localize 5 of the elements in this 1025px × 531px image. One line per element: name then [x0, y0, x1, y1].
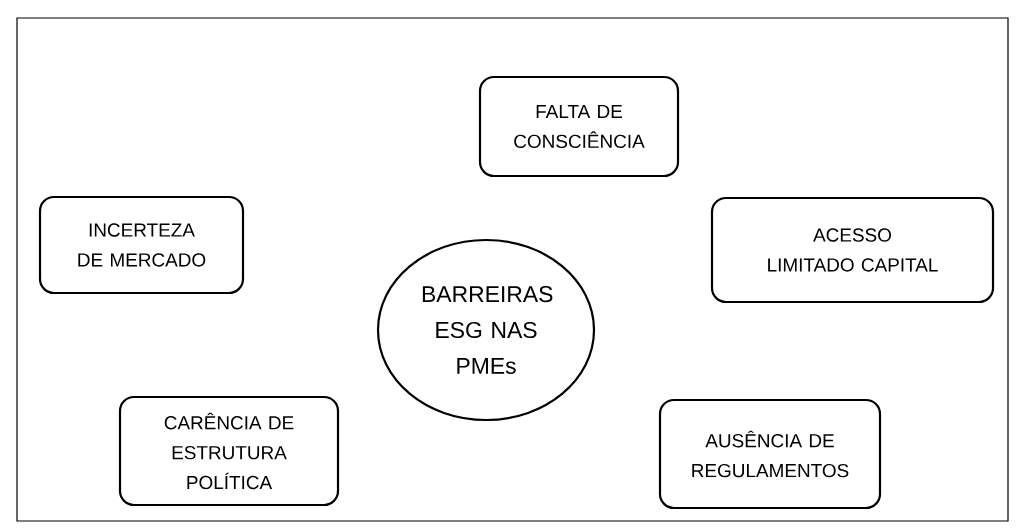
barrier-box: ACESSO LIMITADO CAPITAL	[710, 196, 995, 304]
barrier-box: FALTA DE CONSCIÊNCIA	[478, 75, 680, 178]
barrier-box: AUSÊNCIA DE REGULAMENTOS	[658, 398, 882, 510]
barrier-box: INCERTEZA DE MERCADO	[38, 195, 245, 295]
barrier-box: CARÊNCIA DE ESTRUTURA POLÍTICA	[118, 395, 340, 507]
